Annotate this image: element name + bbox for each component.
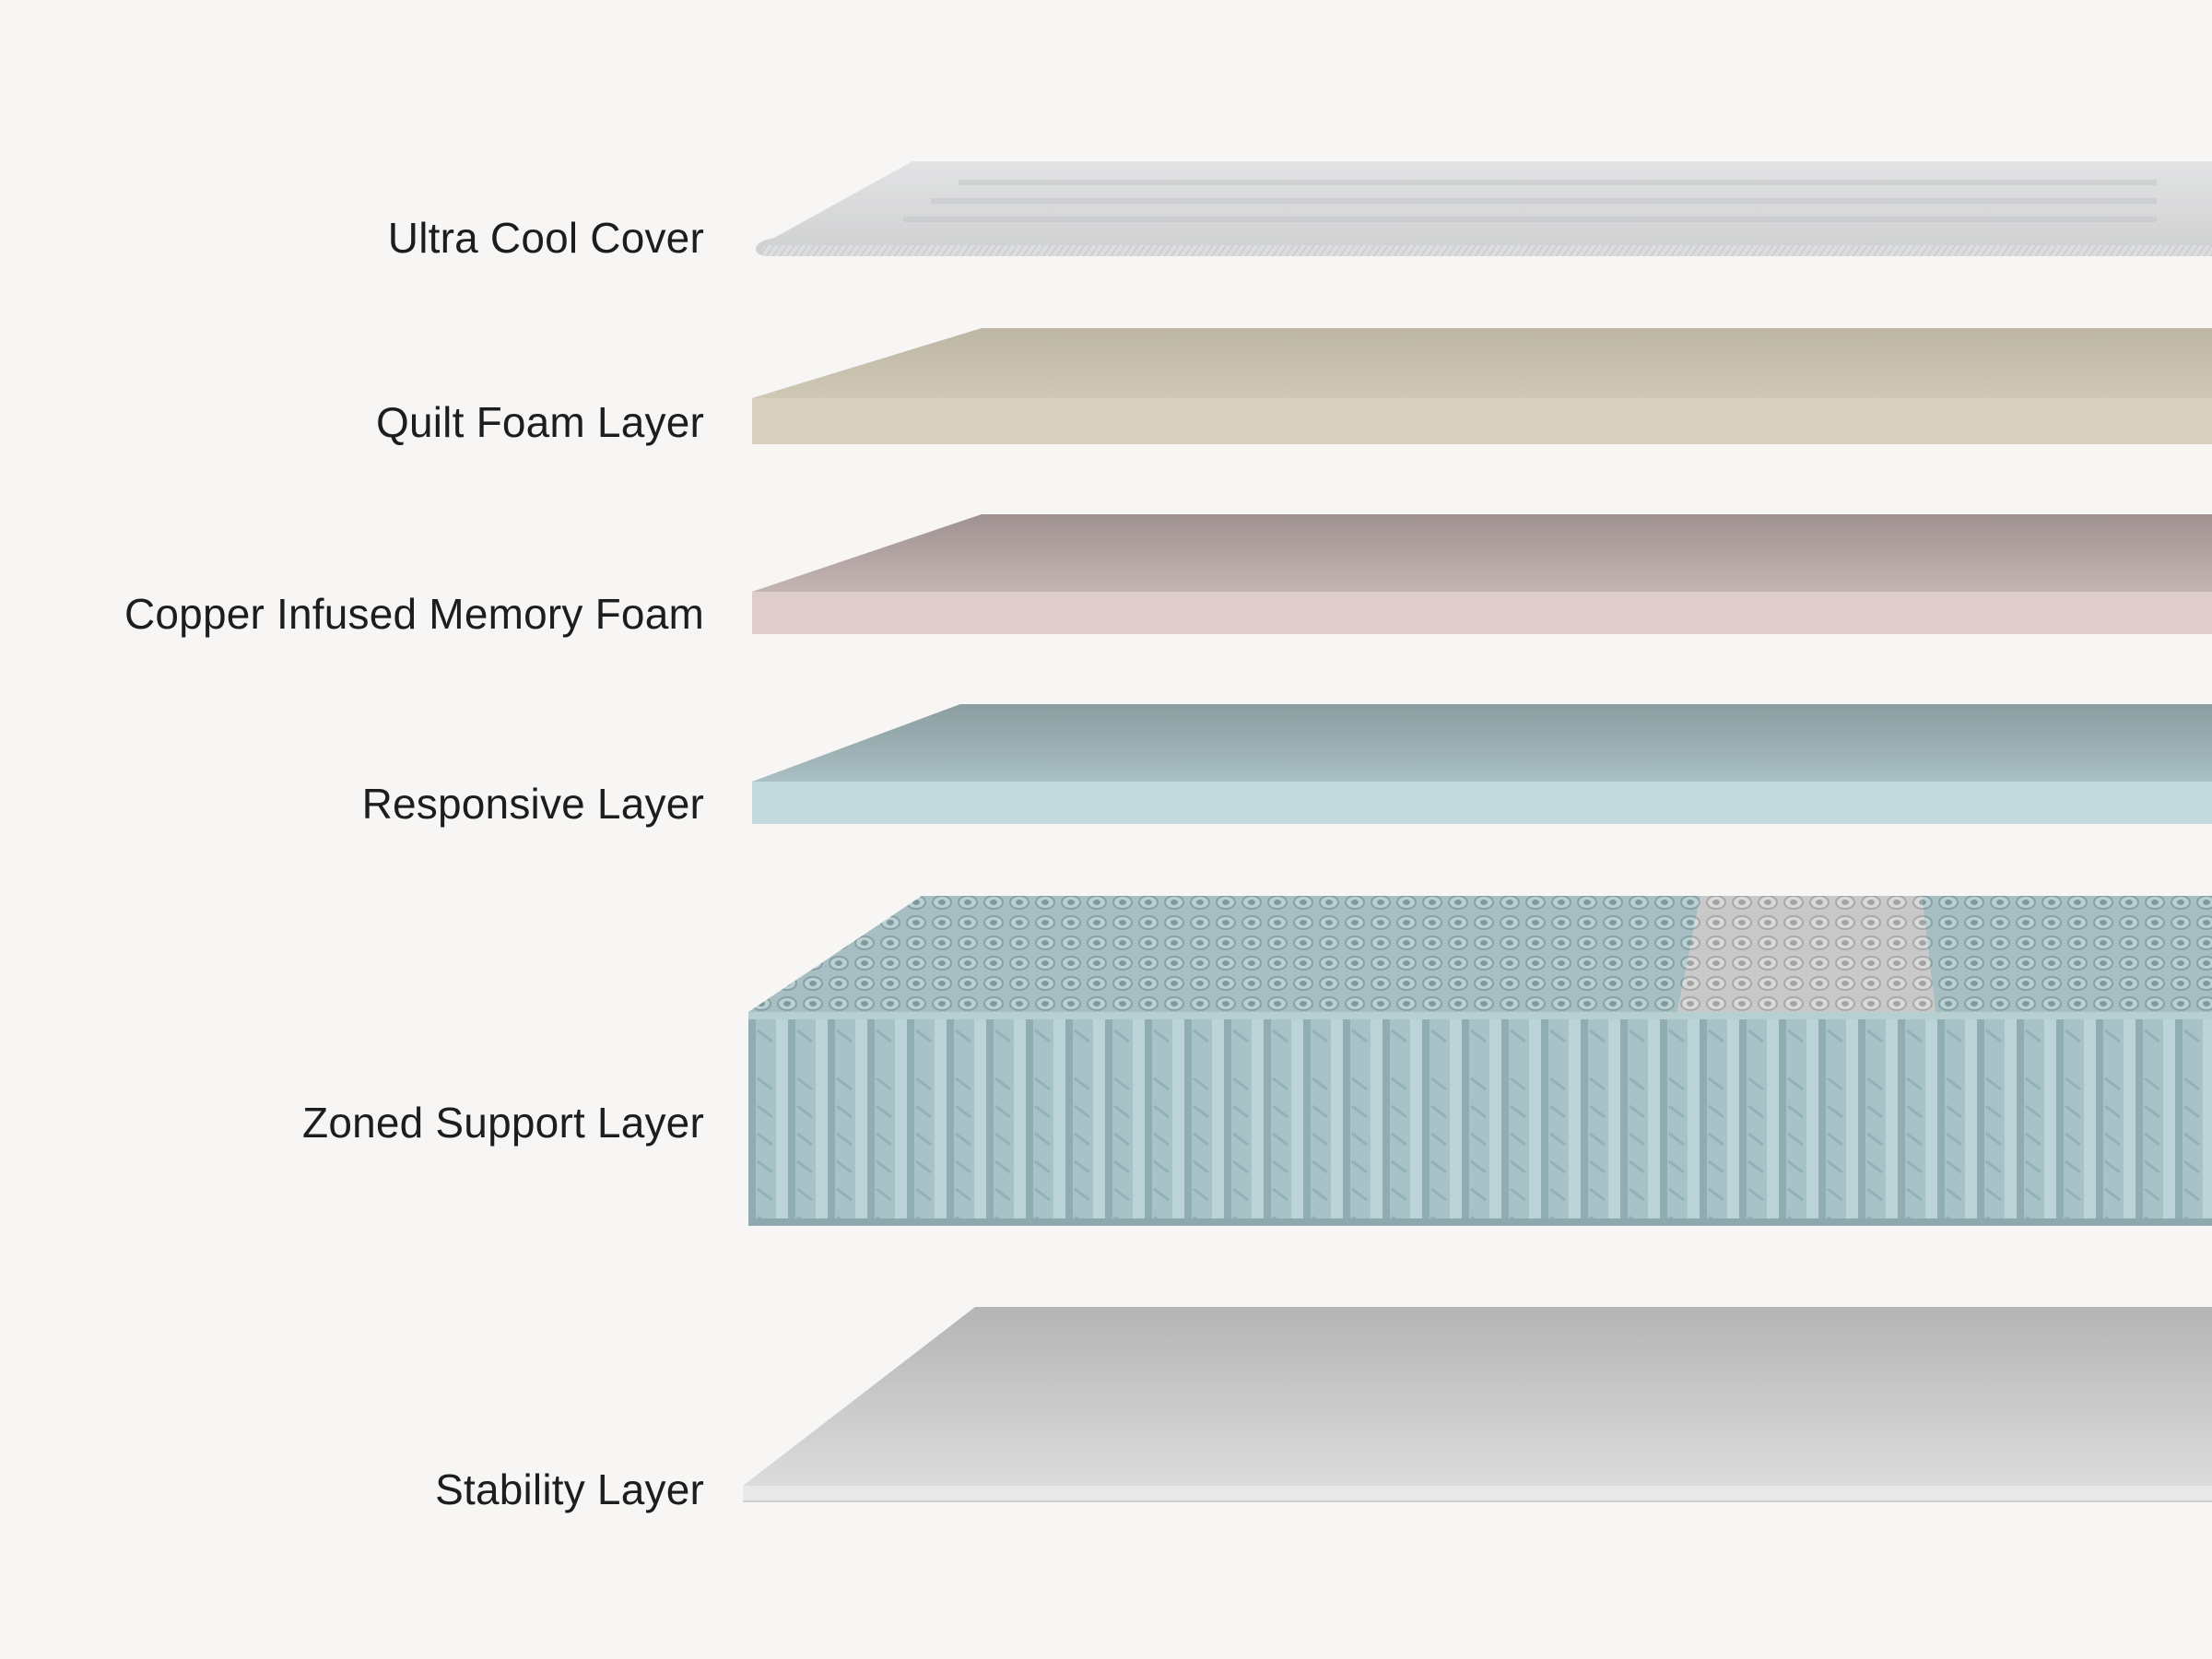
quilt-foam-layer-graphic — [752, 328, 2212, 444]
layer-label-ultra-cool-cover: Ultra Cool Cover — [387, 214, 704, 262]
responsive-layer-graphic — [752, 704, 2212, 824]
layer-label-copper-infused-memory-foam: Copper Infused Memory Foam — [124, 590, 704, 638]
layer-label-quilt-foam: Quilt Foam Layer — [376, 398, 704, 446]
layer-label-responsive: Responsive Layer — [361, 780, 704, 828]
stability-layer-graphic — [743, 1307, 2212, 1502]
copper-infused-memory-foam-graphic — [752, 514, 2212, 634]
zoned-support-layer-graphic — [748, 896, 2212, 1226]
layer-label-stability: Stability Layer — [435, 1465, 704, 1513]
ultra-cool-cover-graphic — [756, 161, 2212, 256]
layer-label-zoned-support: Zoned Support Layer — [302, 1099, 704, 1147]
